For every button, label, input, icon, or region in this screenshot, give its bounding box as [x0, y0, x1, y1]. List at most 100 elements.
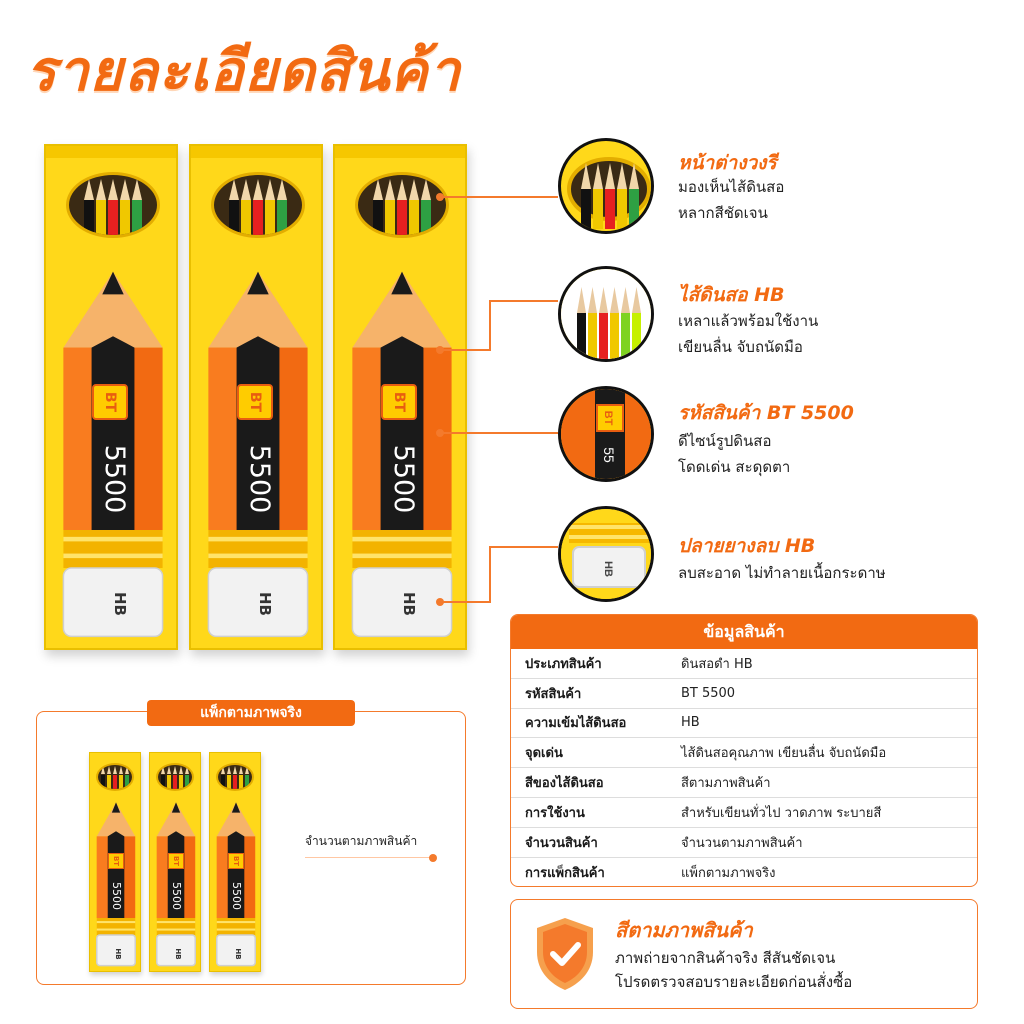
callout-title-code: รหัสสินค้า BT 5500 — [678, 402, 854, 424]
product-code: 5500 — [388, 444, 419, 514]
callout-title-eraser: ปลายยางลบ HB — [678, 535, 816, 557]
lead-color — [397, 200, 407, 235]
svg-text:55: 55 — [601, 447, 617, 463]
product-info-table: ข้อมูลสินค้า ประเภทสินค้าดินสอดำ HB รหัส… — [510, 614, 978, 887]
callout-bubble-eraser: HB — [558, 506, 654, 602]
lead-color — [277, 200, 287, 235]
connector-dot — [436, 346, 444, 354]
product-code: 5500 — [110, 882, 123, 910]
lead-tip — [373, 178, 383, 200]
connector-line — [489, 300, 491, 350]
lead-color — [125, 775, 129, 789]
lead-color — [185, 775, 189, 789]
brand-logo: BT — [168, 853, 184, 869]
product-code: 5500 — [170, 882, 183, 910]
callout-text-lead: เหลาแล้วพร้อมใช้งานเขียนลื่น จับถนัดมือ — [678, 312, 819, 356]
lead-tip — [397, 178, 407, 200]
connector-line — [440, 196, 558, 198]
lead-tip — [96, 178, 106, 200]
svg-text:HB: HB — [602, 561, 614, 577]
box-window — [216, 763, 254, 791]
brand-logo: BT — [228, 853, 244, 869]
lead-color — [229, 200, 239, 235]
lead-tip — [385, 178, 395, 200]
lead-tip — [239, 766, 243, 775]
lead-tip — [108, 178, 118, 200]
shield-check-icon — [537, 918, 593, 990]
pack-quantity-note: จำนวนตามภาพสินค้า — [305, 834, 418, 848]
callout-text-code: ดีไซน์รูปดินสอโดดเด่น สะดุดตา — [678, 432, 791, 476]
lead-color — [101, 775, 105, 789]
callout-bubble-lead — [558, 266, 654, 362]
lead-tip — [101, 766, 105, 775]
connector-line — [489, 300, 558, 302]
pencil-grade: HB — [234, 948, 242, 960]
lead-color — [179, 775, 183, 789]
lead-color — [409, 200, 419, 235]
table-row: การแพ็กสินค้าแพ็กตามภาพจริง — [525, 865, 776, 881]
table-row: ประเภทสินค้าดินสอดำ HB — [511, 649, 977, 679]
connector-line — [489, 546, 558, 548]
lead-tip — [161, 766, 165, 775]
lead-color — [173, 775, 177, 789]
pencil-grade: HB — [114, 948, 122, 960]
lead-color — [107, 775, 111, 789]
lead-color — [373, 200, 383, 235]
pencil-graphic — [90, 799, 140, 969]
real-pack-title: แพ็กตามภาพจริง — [147, 700, 355, 726]
lead-tip — [167, 766, 171, 775]
brand-logo: BT — [92, 384, 128, 420]
callout-title-window: หน้าต่างวงรี — [678, 152, 777, 174]
box-window — [355, 172, 449, 238]
callout-text-window: มองเห็นไส้ดินสอหลากสีชัดเจน — [678, 178, 785, 222]
box-window — [66, 172, 160, 238]
table-row: จำนวนสินค้าจำนวนตามภาพสินค้า — [511, 828, 977, 858]
lead-color — [161, 775, 165, 789]
mini-pencil-box-2: BT 5500 HB — [149, 752, 201, 972]
box-window — [96, 763, 134, 791]
callout-bubble-window — [558, 138, 654, 234]
color-note-panel: สีตามภาพสินค้า ภาพถ่ายจากสินค้าจริง สีสั… — [510, 899, 978, 1009]
lead-tip — [253, 178, 263, 200]
connector-line — [440, 601, 491, 603]
lead-color — [233, 775, 237, 789]
connector-line — [305, 857, 433, 858]
product-code: 5500 — [230, 882, 243, 910]
lead-color — [421, 200, 431, 235]
lead-tip — [227, 766, 231, 775]
callout-bubble-code: BT 55 — [558, 386, 654, 482]
lead-tip — [221, 766, 225, 775]
connector-dot — [436, 429, 444, 437]
page-title: รายละเอียดสินค้า — [26, 39, 462, 104]
pencil-box-3: BT 5500 HB — [333, 144, 467, 650]
lead-color — [385, 200, 395, 235]
pencil-grade: HB — [256, 592, 274, 616]
connector-dot — [436, 193, 444, 201]
lead-tip — [241, 178, 251, 200]
lead-tip — [119, 766, 123, 775]
mini-pencil-box-3: BT 5500 HB — [209, 752, 261, 972]
lead-tip — [107, 766, 111, 775]
table-row: จุดเด่นไส้ดินสอคุณภาพ เขียนลื่น จับถนัดม… — [511, 738, 977, 769]
sharpened-pencils-icon — [561, 269, 651, 359]
lead-color — [167, 775, 171, 789]
color-note-title: สีตามภาพสินค้า — [615, 918, 753, 942]
table-row: สีของไส้ดินสอสีตามภาพสินค้า — [511, 768, 977, 798]
lead-tip — [229, 178, 239, 200]
oval-window-icon — [567, 157, 651, 229]
callout-title-lead: ไส้ดินสอ HB — [678, 284, 785, 306]
connector-dot — [436, 598, 444, 606]
lead-color — [96, 200, 106, 235]
lead-color — [265, 200, 275, 235]
connector-line — [489, 546, 491, 602]
box-window — [156, 763, 194, 791]
svg-text:BT: BT — [602, 411, 614, 426]
lead-tip — [113, 766, 117, 775]
box-window — [211, 172, 305, 238]
lead-color — [119, 775, 123, 789]
connector-line — [440, 349, 491, 351]
lead-color — [227, 775, 231, 789]
lead-tip — [132, 178, 142, 200]
product-code: 5500 — [99, 444, 130, 514]
